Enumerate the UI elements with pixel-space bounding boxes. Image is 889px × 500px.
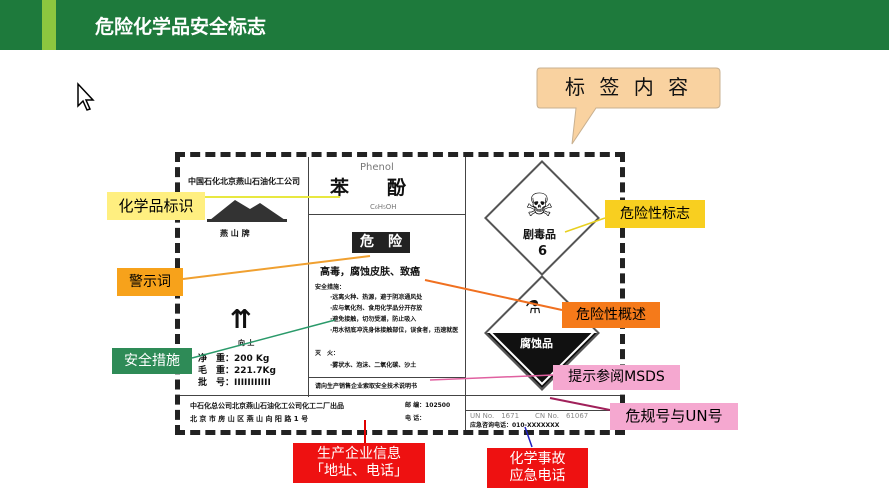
company-name: 中国石化北京燕山石油化工公司 [188,177,300,186]
toxic-class: 6 [538,244,548,259]
divider [465,410,620,411]
manufacturer: 中石化总公司北京燕山石油化工公司化工二厂出品 [190,402,344,410]
postcode: 邮 编：102500 [405,402,451,409]
address: 北 京 市 房 山 区 燕 山 向 阳 路 1 号 [190,415,309,423]
divider [308,214,465,215]
fire-title: 灭 火： [315,350,340,357]
callout-emergency: 化学事故应急电话 [487,448,588,488]
english-name: Phenol [360,162,394,173]
corrosive-sign: 腐蚀品 [520,337,553,350]
gross-weight: 毛 重：221.7Kg [198,366,276,376]
callout-safety: 安全措施 [112,348,192,374]
chinese-name: 苯 酚 [330,177,407,199]
header-accent [42,0,56,50]
bubble-text: 标 签 内 容 [565,75,693,99]
safety-item: ·用水彻底冲洗身体接触部位，误食者，迅速就医 [330,327,459,334]
divider [308,377,465,378]
skull-icon: ☠ [525,186,554,224]
callout-chem-id: 化学品标识 [107,192,205,220]
callout-signal-word: 警示词 [117,268,183,296]
net-weight: 净 重：200 Kg [198,354,270,364]
callout-msds: 提示参阅MSDS [553,365,680,390]
callout-producer: 生产企业信息「地址、电话」 [293,443,425,483]
toxic-sign: 剧毒品 [523,228,556,241]
signal-word: 危 险 [352,232,410,253]
safety-item: ·远离火种、热源，避于阴凉通风处 [330,294,423,301]
slide-title: 危险化学品安全标志 [95,16,267,38]
cn-number: CN No. 61067 [535,412,589,420]
callout-hazard-desc: 危险性概述 [562,302,660,328]
callout-un: 危规号与UN号 [610,403,738,430]
safety-title: 安全措施： [315,284,346,291]
divider [308,157,309,397]
brand-name: 燕 山 牌 [220,229,250,238]
header-bar [0,0,889,50]
speech-bubble [536,67,721,145]
fire-item: ·雾状水、泡沫、二氧化碳、沙土 [330,362,417,369]
emergency-phone: 应急咨询电话：010-XXXXXXX [470,422,560,429]
batch-number: 批 号：IIIIIIIIIII [198,378,271,388]
divider [465,157,466,430]
up-arrows-icon: ⇈ [230,305,252,335]
cursor-icon [77,82,95,111]
safety-item: ·避免接触，切勿受潮，防止吸入 [330,316,417,323]
safety-item: ·应与氧化剂、食用化学品分开存放 [330,305,423,312]
hazard-summary: 高毒，腐蚀皮肤、致癌 [320,267,420,278]
msds-note: 请向生产销售企业索取安全技术说明书 [315,383,418,390]
callout-hazard-sign: 危险性标志 [605,200,705,228]
formula: C₆H₅OH [370,203,397,211]
un-number: UN No. 1671 [470,412,520,420]
divider [180,395,620,396]
company-logo [207,200,287,222]
phone: 电 话： [405,415,426,422]
